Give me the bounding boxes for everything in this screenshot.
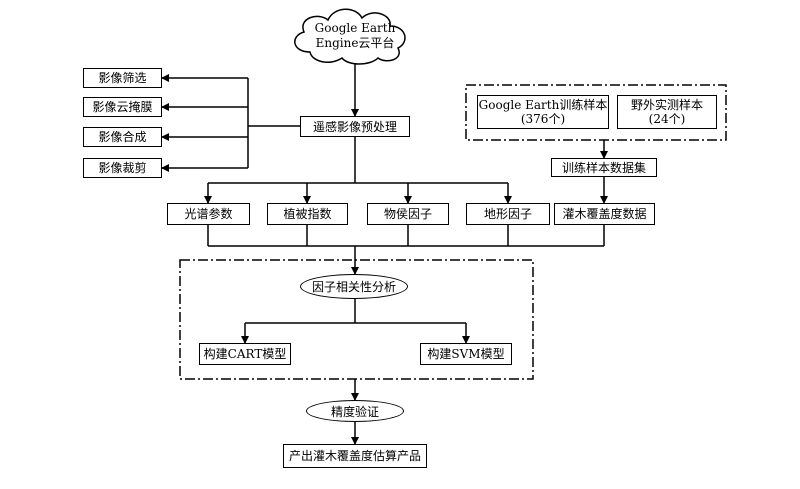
field-samples-line1: 野外实测样本 <box>630 98 703 112</box>
step-cloud-mask-box: 影像云掩膜 <box>83 97 162 117</box>
output-product-box: 产出灌木覆盖度估算产品 <box>283 444 427 468</box>
cloud-label-line2: Engine云平台 <box>315 36 395 50</box>
field-samples-line2: (24个) <box>648 112 686 126</box>
feature-phenology-box: 物侯因子 <box>367 203 449 225</box>
google-samples-line1: Google Earth训练样本 <box>478 98 608 112</box>
feature-spectral-box: 光谱参数 <box>167 203 250 225</box>
correlation-analysis-oval: 因子相关性分析 <box>300 274 408 299</box>
step-clip-box: 影像裁剪 <box>83 158 162 178</box>
feature-cover-box: 灌木覆盖度数据 <box>554 203 655 225</box>
cart-model-box: 构建CART模型 <box>199 343 291 365</box>
feature-vegetation-box: 植被指数 <box>267 203 348 225</box>
preprocess-box: 遥感影像预处理 <box>300 116 410 137</box>
google-samples-box: Google Earth训练样本 (376个) <box>477 95 609 129</box>
feature-terrain-box: 地形因子 <box>466 203 550 225</box>
cloud-label: Google Earth Engine云平台 <box>310 21 400 51</box>
step-composite-box: 影像合成 <box>83 127 162 147</box>
step-filter-box: 影像筛选 <box>83 68 162 88</box>
validation-oval: 精度验证 <box>306 400 404 422</box>
svm-model-box: 构建SVM模型 <box>420 343 512 365</box>
training-dataset-box: 训练样本数据集 <box>551 158 657 177</box>
cloud-shape <box>294 8 406 65</box>
sample-group-border <box>465 84 727 141</box>
model-group-border <box>179 259 534 380</box>
field-samples-box: 野外实测样本 (24个) <box>617 95 717 129</box>
google-samples-line2: (376个) <box>520 112 566 126</box>
cloud-label-line1: Google Earth <box>314 21 396 35</box>
